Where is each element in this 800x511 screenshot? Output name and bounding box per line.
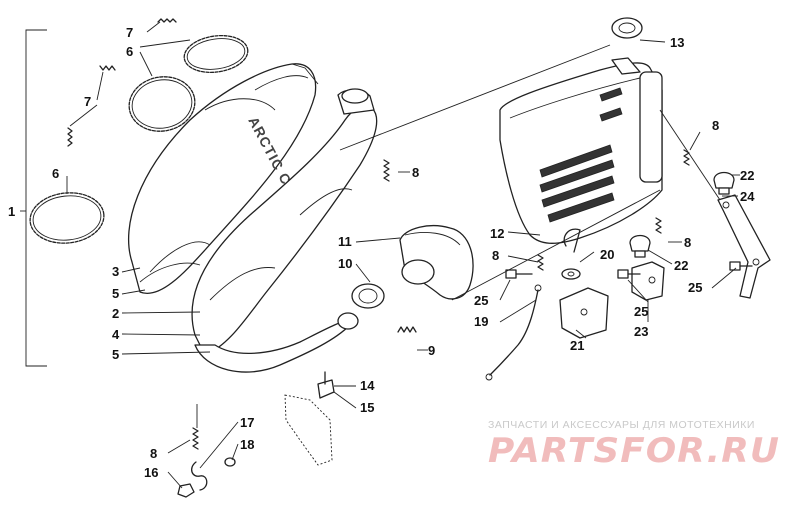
- watermark: ЗАПЧАСТИ И АКСЕССУАРЫ ДЛЯ МОТОТЕХНИКИ PA…: [488, 419, 780, 471]
- callout-20: 20: [600, 247, 614, 262]
- callout-12: 12: [490, 226, 504, 241]
- reference-lines: [339, 44, 721, 301]
- spring-8-bottom: [192, 427, 199, 450]
- callout-5b: 5: [112, 347, 119, 362]
- hook-17: [190, 461, 208, 491]
- callout-25a: 25: [474, 293, 488, 308]
- callout-2: 2: [112, 306, 119, 321]
- callout-25c: 25: [688, 280, 702, 295]
- spring-7-upper: [157, 18, 177, 23]
- callout-11: 11: [338, 234, 352, 249]
- callout-24: 24: [740, 189, 755, 204]
- watermark-logo: PARTSFOR.RU: [488, 431, 780, 471]
- callout-13: 13: [670, 35, 684, 50]
- sealing-ring-middle: [128, 76, 196, 132]
- sealing-ring-upper: [183, 34, 249, 74]
- spring-8-resonator: [655, 217, 662, 234]
- callout-10: 10: [338, 256, 352, 271]
- callout-16: 16: [144, 465, 158, 480]
- washer-18: [224, 457, 236, 467]
- bolt-25-left: [505, 269, 533, 279]
- callout-8e: 8: [150, 446, 157, 461]
- bolt-25-right: [729, 261, 753, 271]
- bracket-23: [631, 261, 665, 301]
- rubber-bumper-22-lower: [629, 234, 651, 258]
- leader-lines: [66, 21, 740, 489]
- spring-7-middle: [99, 65, 116, 71]
- spring-9: [397, 326, 417, 333]
- bracket-24: [717, 194, 771, 299]
- callout-4: 4: [112, 327, 120, 342]
- callout-8b: 8: [712, 118, 719, 133]
- callout-6b: 6: [52, 166, 59, 181]
- callout-19: 19: [474, 314, 488, 329]
- callout-5a: 5: [112, 286, 119, 301]
- rubber-bumper-22-upper: [713, 171, 735, 195]
- callout-8a: 8: [412, 165, 419, 180]
- callout-18: 18: [240, 437, 254, 452]
- callout-15: 15: [360, 400, 374, 415]
- callout-7b: 7: [84, 94, 91, 109]
- callout-7a: 7: [126, 25, 133, 40]
- bracket-21: [559, 287, 609, 339]
- callout-25b: 25: [634, 304, 648, 319]
- clip-12: [563, 228, 581, 253]
- spring-8-lower-mid: [537, 254, 544, 271]
- nut-16: [177, 483, 195, 498]
- mount-bracket-15: [284, 379, 335, 466]
- rubber-grommet: [611, 17, 643, 39]
- sealing-ring-lower: [29, 192, 105, 244]
- exhaust-gasket: [351, 283, 385, 309]
- watermark-subtitle: ЗАПЧАСТИ И АКСЕССУАРЫ ДЛЯ МОТОТЕХНИКИ: [488, 419, 755, 431]
- washer-20: [561, 268, 581, 280]
- callout-23: 23: [634, 324, 648, 339]
- callout-17: 17: [240, 415, 254, 430]
- bolt-25-middle: [617, 269, 641, 279]
- callout-numbers: 1 2 3 4 5 5 6 6 7 7 8 8 8 8 8 9 10 11 12…: [8, 25, 755, 480]
- callout-8c: 8: [684, 235, 691, 250]
- expansion-chamber: [191, 88, 378, 373]
- callout-1-bracket: [20, 29, 47, 367]
- exhaust-manifold: [399, 225, 474, 300]
- resonator-box: [499, 57, 663, 244]
- callout-9: 9: [428, 343, 435, 358]
- callout-8d: 8: [492, 248, 499, 263]
- callout-3: 3: [112, 264, 119, 279]
- spring-8-center: [383, 159, 390, 182]
- callout-22b: 22: [674, 258, 688, 273]
- callout-21: 21: [570, 338, 584, 353]
- callout-14: 14: [360, 378, 375, 393]
- callout-6a: 6: [126, 44, 133, 59]
- callout-22a: 22: [740, 168, 754, 183]
- callout-1: 1: [8, 204, 15, 219]
- ground-cable-19: [485, 284, 542, 381]
- spring-7-lower: [67, 127, 73, 147]
